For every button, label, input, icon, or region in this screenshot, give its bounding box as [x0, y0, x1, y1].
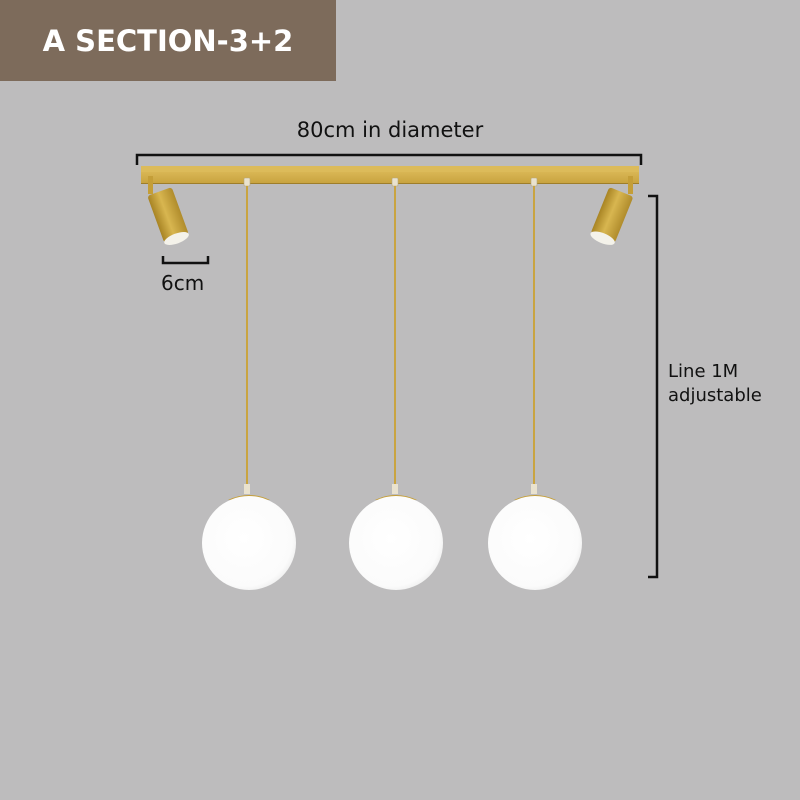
title-banner: A SECTION-3+2: [0, 0, 336, 81]
globe-pendant-2: [349, 484, 443, 590]
line-length-label-1: Line 1M: [668, 361, 739, 382]
spotlight-right: [590, 176, 633, 245]
banner-title: A SECTION-3+2: [42, 23, 294, 58]
line-length-bracket: [648, 194, 659, 579]
globe-pendant-3: [488, 484, 582, 590]
cord-connectors: [243, 177, 538, 187]
spotlight-width-label: 6cm: [161, 271, 205, 295]
spotlight-dimension-bracket: [161, 256, 210, 265]
globe-pendant-1: [202, 484, 296, 590]
spotlight-left: [148, 176, 189, 245]
line-length-label: Line 1M adjustable: [668, 360, 762, 408]
ceiling-bar: [141, 166, 639, 184]
width-dimension-bracket: [135, 153, 643, 165]
pendant-cords: [246, 186, 535, 492]
width-label: 80cm in diameter: [296, 118, 484, 142]
line-length-label-2: adjustable: [668, 385, 762, 406]
